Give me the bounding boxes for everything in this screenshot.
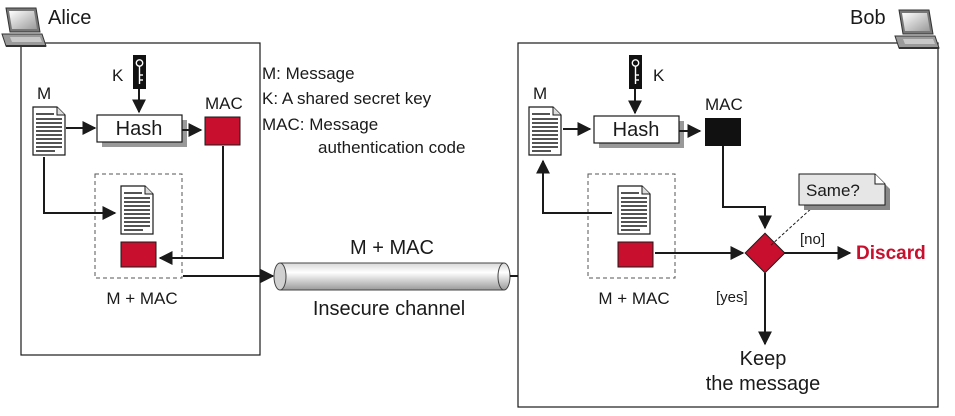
no-label: [no] bbox=[800, 231, 825, 248]
key-icon bbox=[132, 54, 147, 90]
channel-left-cap bbox=[273, 262, 287, 291]
bob-bundle-label: M + MAC bbox=[598, 289, 669, 308]
bob-bundle-mac bbox=[617, 241, 654, 268]
legend-mac-line2: authentication code bbox=[318, 138, 465, 157]
same-callout-label: Same? bbox=[806, 181, 860, 200]
alice-doc-to-bundle-arrow bbox=[43, 157, 117, 220]
alice-name: Alice bbox=[48, 7, 91, 29]
channel-bottom-label: Insecure channel bbox=[313, 298, 465, 320]
bob-message-label: M bbox=[533, 84, 547, 103]
bob-hash-box bbox=[593, 115, 680, 144]
alice-bundle-mac bbox=[120, 241, 157, 268]
bob-hash-label: Hash bbox=[613, 119, 660, 141]
bob-mac-to-compare-arrow bbox=[722, 146, 772, 230]
bob-mac-label: MAC bbox=[705, 95, 743, 114]
alice-hash-label: Hash bbox=[116, 118, 163, 140]
bob-bundle-dashed bbox=[587, 173, 676, 279]
legend-k: K: A shared secret key bbox=[262, 89, 432, 108]
laptop-icon bbox=[894, 9, 940, 49]
insecure-channel-pipe bbox=[279, 262, 505, 291]
bob-name: Bob bbox=[850, 7, 886, 29]
document-icon bbox=[120, 185, 154, 235]
same-callout-fold bbox=[874, 174, 885, 185]
bob-bundle-to-doc-arrow bbox=[536, 159, 612, 214]
yes-label: [yes] bbox=[716, 289, 748, 306]
key-icon bbox=[628, 54, 643, 90]
alice-mac-to-bundle-arrow bbox=[158, 146, 224, 265]
legend-mac-line1: MAC: Message bbox=[262, 115, 378, 134]
keep-line2: the message bbox=[706, 373, 821, 395]
keep-line1: Keep bbox=[740, 348, 787, 370]
alice-message-label: M bbox=[37, 84, 51, 103]
alice-mac-block bbox=[204, 116, 241, 146]
laptop-icon bbox=[1, 7, 47, 47]
document-icon bbox=[32, 106, 66, 156]
alice-hash-box bbox=[96, 114, 183, 143]
bob-mac-block bbox=[705, 118, 741, 146]
alice-bundle-label: M + MAC bbox=[106, 289, 177, 308]
channel-top-label: M + MAC bbox=[350, 237, 434, 259]
discard-label: Discard bbox=[856, 243, 926, 264]
document-icon bbox=[617, 185, 651, 235]
legend-m: M: Message bbox=[262, 64, 355, 83]
same-callout bbox=[798, 173, 886, 206]
channel-right-cap bbox=[497, 262, 511, 291]
compare-diamond bbox=[744, 232, 786, 274]
alice-bundle-dashed bbox=[94, 173, 183, 279]
alice-mac-label: MAC bbox=[205, 94, 243, 113]
alice-key-label: K bbox=[112, 66, 124, 85]
bob-key-label: K bbox=[653, 66, 665, 85]
document-icon bbox=[528, 106, 562, 156]
